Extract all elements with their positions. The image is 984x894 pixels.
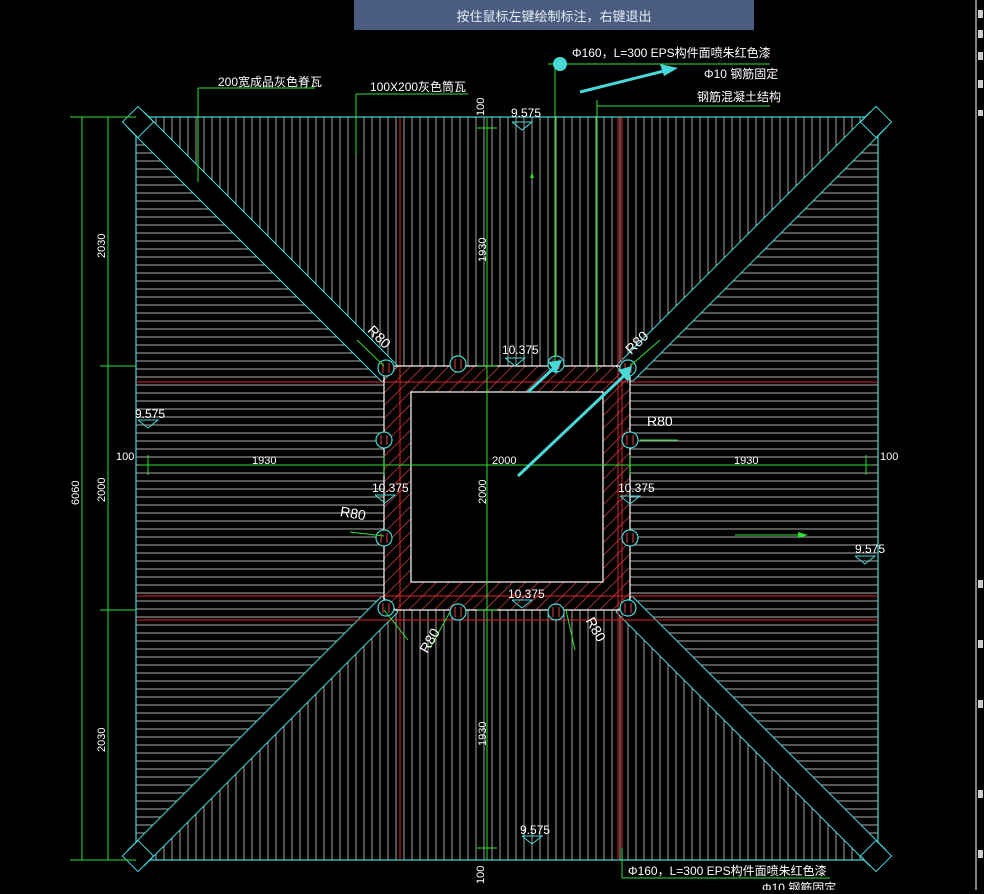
dimension-lines: [70, 63, 872, 879]
dim-h-left-margin: 100: [116, 451, 134, 463]
rebar-note-bottom: Φ10 钢筋固定: [762, 880, 836, 890]
dim-v-inner-top: 1930: [477, 238, 489, 262]
dim-v-bottom-margin: 100: [475, 866, 487, 884]
eps-note-bottom: Φ160，L=300 EPS构件面喷朱红色漆: [628, 863, 827, 878]
dim-h-mid: 2000: [492, 455, 516, 467]
eps-note-top: Φ160，L=300 EPS构件面喷朱红色漆: [572, 45, 771, 60]
dim-h-left: 1930: [252, 455, 276, 467]
dim-v-mid: 2000: [96, 478, 108, 502]
rebar-note-top: Φ10 钢筋固定: [704, 66, 778, 81]
elev-inner-bottom: 10.375: [508, 587, 545, 601]
status-tip: 按住鼠标左键绘制标注，右键退出: [354, 0, 754, 30]
ridge-tile-label: 200宽成品灰色脊瓦: [218, 74, 322, 89]
leader-arrows: [516, 57, 678, 478]
radius-label-4: R80: [339, 503, 367, 523]
elev-inner-left: 10.375: [372, 481, 409, 495]
roof-outline: [135, 116, 879, 861]
dim-v-top-margin: 100: [475, 98, 487, 116]
dim-v-bottom: 2030: [96, 728, 108, 752]
diagonal-ridges: [121, 105, 893, 873]
elev-inner-right: 10.375: [618, 481, 655, 495]
dim-h-right-margin: 100: [880, 451, 898, 463]
elev-top: 9.575: [511, 106, 541, 120]
elev-right: 9.575: [855, 542, 885, 556]
roof-tiles: [136, 117, 878, 860]
elev-left: 9.575: [135, 407, 165, 421]
elev-inner-top: 10.375: [502, 343, 539, 357]
right-tool-panel[interactable]: [972, 0, 984, 890]
right-panel-strips: [975, 0, 983, 890]
dim-v-inner-mid: 2000: [477, 480, 489, 504]
elev-bottom: 9.575: [520, 823, 550, 837]
dim-v-inner-bottom: 1930: [477, 722, 489, 746]
elevation-markers: [137, 121, 877, 845]
radius-label-3: R80: [647, 413, 673, 429]
dim-v-top: 2030: [96, 234, 108, 258]
central-opening: [383, 365, 631, 611]
barrel-tile-label: 100X200灰色筒瓦: [370, 79, 466, 94]
radius-label-6: R80: [583, 614, 610, 644]
concrete-note: 钢筋混凝土结构: [697, 89, 781, 104]
dimension-ticks: [530, 172, 808, 538]
dim-v-total: 6060: [70, 481, 82, 505]
dim-h-right: 1930: [734, 455, 758, 467]
